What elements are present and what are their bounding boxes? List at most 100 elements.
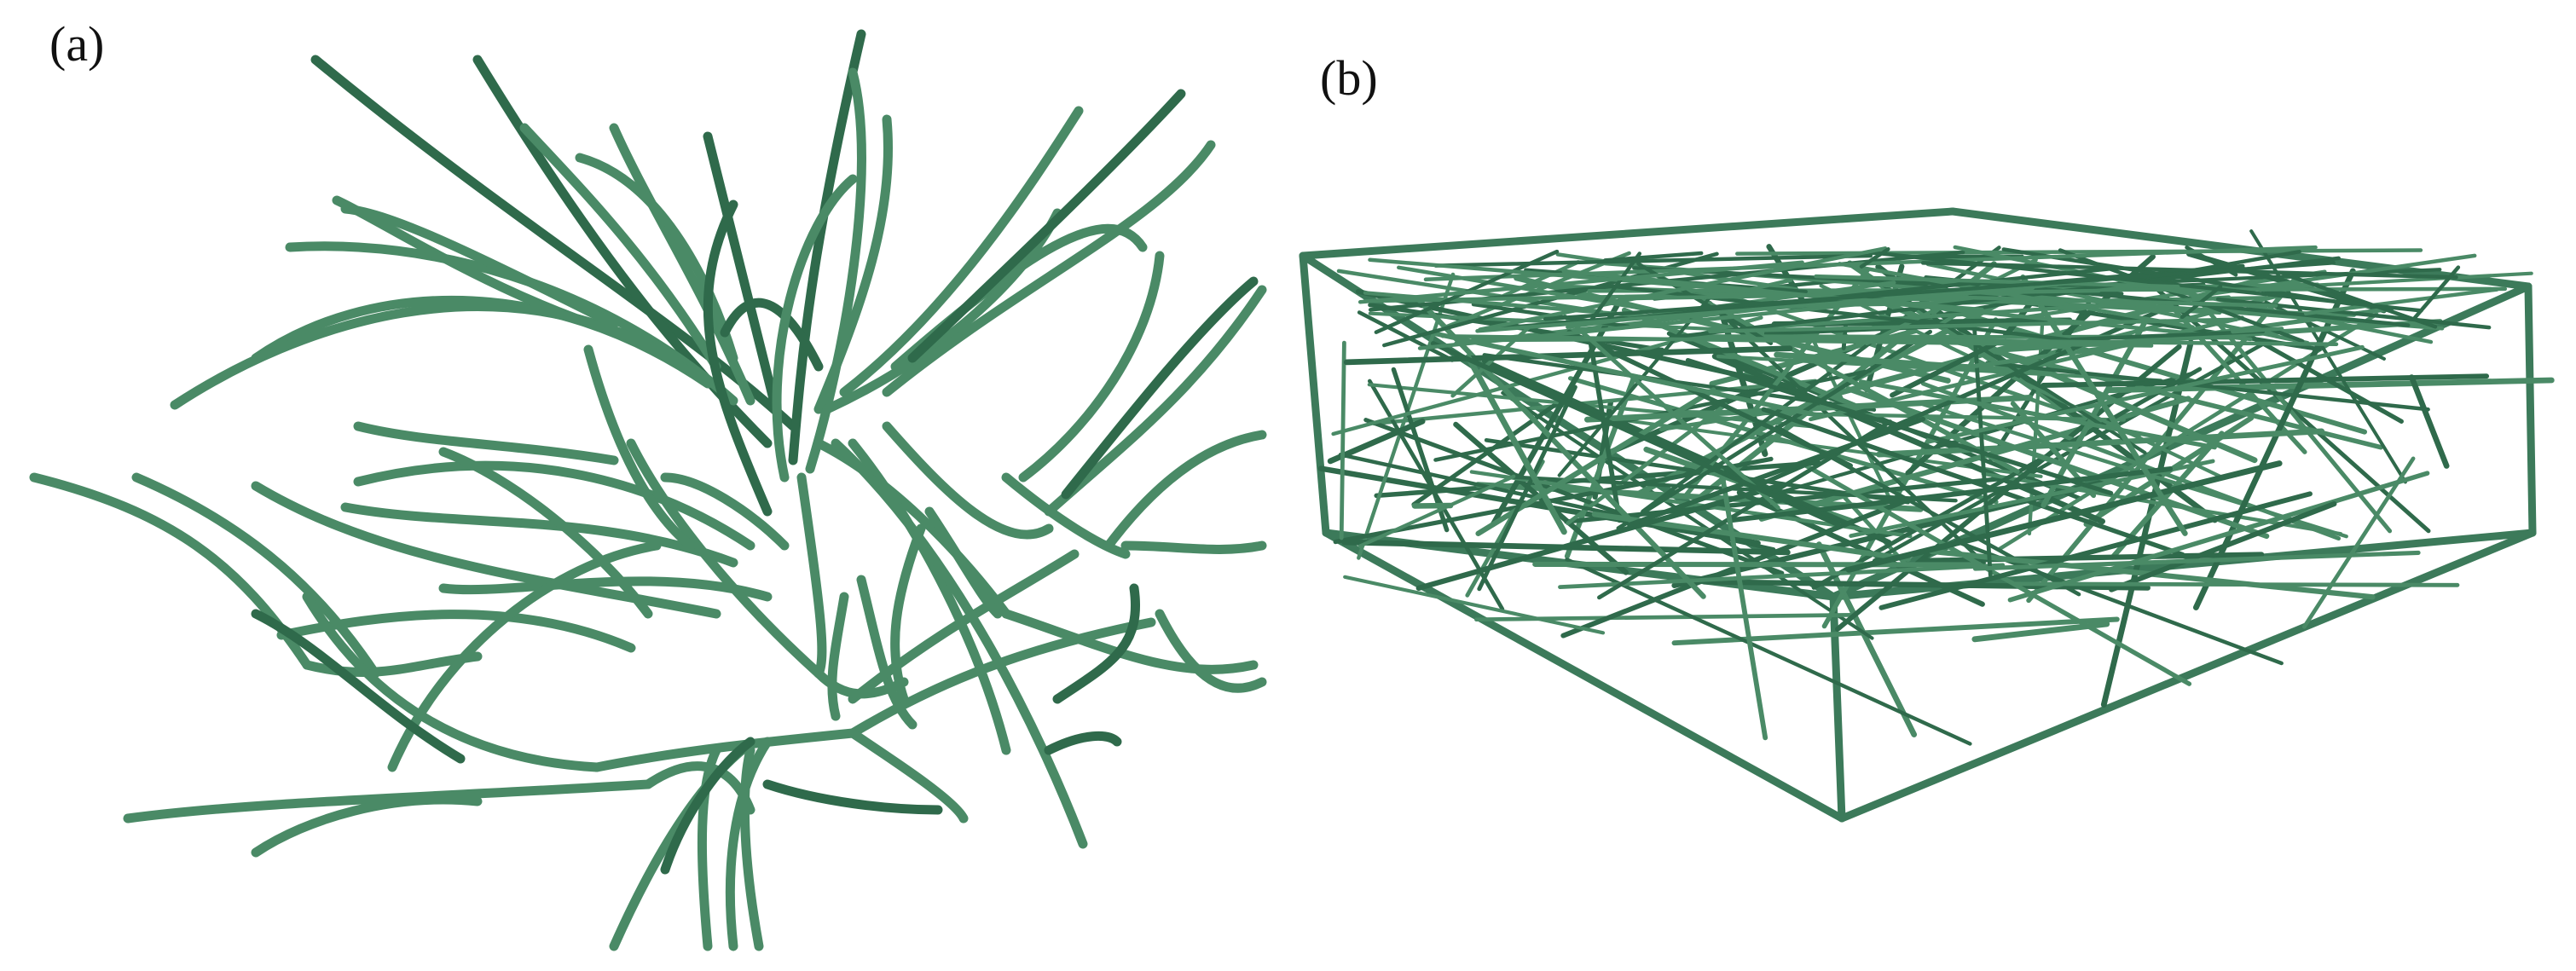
lattice-strut-139 [1557, 294, 1713, 477]
fiber-36 [438, 576, 773, 602]
lattice-strut-166 [1465, 354, 1567, 535]
fiber-55 [725, 737, 773, 951]
fiber-45 [302, 592, 602, 772]
lattice-strut-110 [1558, 563, 2006, 589]
lattice-strut-144 [1357, 474, 1516, 548]
fiber-33 [660, 472, 790, 551]
lattice-top-strut-67 [1475, 286, 2035, 333]
fiber-63 [848, 728, 969, 824]
lattice-strut-165 [1562, 314, 1780, 510]
lattice-strut-143 [1532, 561, 1982, 568]
fiber-32 [856, 575, 918, 730]
fiber-2 [472, 55, 773, 448]
fiber-25 [1061, 276, 1259, 500]
panel-b-lattice-box [1299, 207, 2555, 823]
fiber-41 [353, 421, 619, 465]
lattice-strut-116 [2409, 374, 2450, 469]
lattice-strut-97 [1565, 558, 1972, 746]
fiber-38 [626, 438, 824, 679]
lattice-strut-149 [2109, 500, 2337, 592]
fiber-52 [762, 779, 943, 815]
lattice-top-strut-43 [1423, 245, 2318, 282]
lattice-top-strut-38 [1953, 245, 2434, 344]
fiber-19 [839, 106, 1084, 397]
fiber-70 [813, 668, 909, 699]
lattice-strut-142 [1985, 361, 2430, 412]
lattice-top-strut-32 [1865, 257, 2038, 346]
panel-a-fiber-network [29, 29, 1267, 951]
lattice-strut-157 [1890, 341, 1998, 398]
fiber-35 [340, 502, 738, 568]
lattice-edge-6 [1838, 529, 2537, 823]
lattice-edge-1 [1299, 207, 1957, 260]
lattice-edge-3 [2524, 282, 2537, 537]
fiber-54 [697, 745, 721, 951]
fiber-71 [583, 344, 696, 551]
lattice-top-strut-60 [1440, 334, 2154, 348]
fiber-47 [251, 609, 466, 764]
fiber-21 [882, 140, 1216, 397]
lattice-strut-137 [1415, 482, 1786, 592]
fiber-22 [907, 89, 1186, 363]
lattice-strut-162 [1858, 379, 2217, 450]
lattice-top-strut-54 [1478, 246, 1888, 332]
lattice-strut-146 [1339, 340, 1346, 540]
lattice-strut-127 [1357, 310, 1455, 362]
lattice-edge-4 [1299, 251, 1330, 537]
lattice-strut-25 [1372, 379, 1818, 426]
fiber-17 [772, 174, 858, 483]
lattice-strut-126 [2007, 471, 2430, 603]
lattice-top-strut-69 [1708, 317, 2238, 333]
lattice-top-strut-42 [2303, 287, 2499, 316]
fiber-44 [302, 651, 483, 678]
fiber-12 [788, 29, 866, 465]
lattice-top-strut-34 [1838, 262, 2195, 329]
lattice-strut-107 [1876, 428, 2325, 458]
lattice-strut-132 [1878, 491, 2313, 610]
lattice-strut-161 [1719, 468, 1768, 741]
fiber-16 [720, 298, 824, 372]
lattice-top-strut-1 [1498, 260, 1580, 300]
lattice-top-strut-68 [2231, 327, 2284, 334]
fiber-39 [438, 447, 653, 619]
fiber-26 [1103, 430, 1267, 551]
fiber-62 [1155, 609, 1267, 693]
fiber-46 [387, 540, 662, 772]
lattice-strut-131 [1849, 459, 2215, 538]
fiber-29 [848, 438, 1011, 755]
fiber-10 [703, 131, 781, 414]
lattice-strut-170 [1433, 331, 1821, 418]
fiber-59 [848, 549, 1080, 704]
lattice-top-strut-66 [1915, 294, 2278, 308]
fiber-34 [353, 460, 755, 551]
lattice-strut-134 [1417, 298, 1706, 599]
lattice-strut-136 [1477, 384, 1577, 592]
lattice-strut-118 [2041, 319, 2148, 508]
fiber-65 [1120, 540, 1267, 554]
fiber-69 [827, 592, 849, 721]
fiber-13 [805, 67, 866, 474]
lattice-strut-111 [2301, 456, 2416, 629]
fiber-15 [703, 199, 773, 517]
lattice-strut-90 [1811, 367, 2203, 590]
lattice-strut-168 [1430, 341, 1841, 528]
fiber-31 [796, 472, 827, 679]
lattice-strut-140 [2041, 373, 2490, 388]
fiber-68 [890, 523, 926, 704]
lattice-strut-125 [1801, 462, 2192, 686]
fiber-61 [1052, 583, 1140, 704]
lattice-edge-5 [1322, 529, 1846, 823]
lattice-top-strut-4 [1735, 248, 2423, 256]
lattice-strut-129 [1774, 351, 2052, 376]
fiber-8 [519, 123, 721, 372]
fiber-11 [575, 153, 738, 363]
lattice-top-strut-59 [1814, 274, 2180, 289]
lattice-strut-76 [1481, 358, 1892, 546]
fiber-49 [123, 779, 653, 824]
fiber-50 [251, 795, 483, 858]
lattice-strut-113 [1761, 407, 2185, 558]
fiber-42 [29, 472, 312, 670]
lattice-strut-104 [1343, 575, 1606, 635]
lattice-strut-164 [2012, 581, 2460, 587]
